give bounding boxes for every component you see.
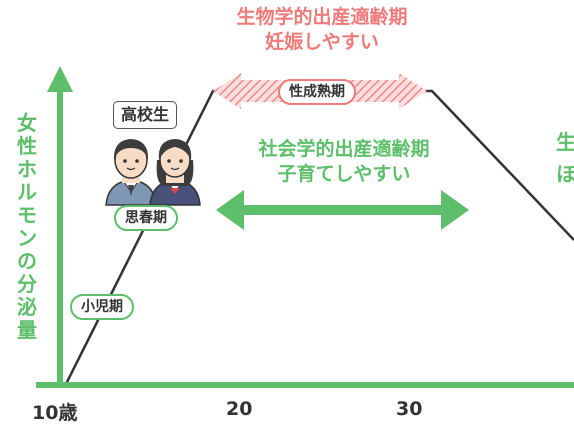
biological-title: 生物学的出産適齢期 xyxy=(236,6,408,28)
y-axis-label: 女性ホルモンの分泌量 xyxy=(17,111,37,342)
stage-pill-childhood: 小児期 xyxy=(70,294,134,320)
stage-pill-maturity: 性成熟期 xyxy=(278,79,356,105)
social-title: 社会学的出産適齢期 xyxy=(258,138,430,160)
social-period-arrow xyxy=(216,190,469,230)
hormone-curve xyxy=(64,89,574,385)
stage-pill-puberty: 思春期 xyxy=(114,205,178,231)
student-right-illustration xyxy=(149,139,201,206)
x-tick-label-20: 20 xyxy=(226,398,253,420)
x-tick-label-30: 30 xyxy=(396,398,423,420)
speech-bubble-high-school: 高校生 xyxy=(113,101,178,129)
cutoff-label-line2: ほ xyxy=(556,162,574,186)
x-tick-label-10: 10歳 xyxy=(32,402,78,424)
y-axis-arrowhead xyxy=(47,66,73,92)
biological-subtitle: 妊娠しやすい xyxy=(265,31,379,53)
social-subtitle: 子育てしやすい xyxy=(277,163,411,185)
cutoff-label-line1: 生 xyxy=(556,130,574,154)
student-left-illustration xyxy=(105,139,157,206)
